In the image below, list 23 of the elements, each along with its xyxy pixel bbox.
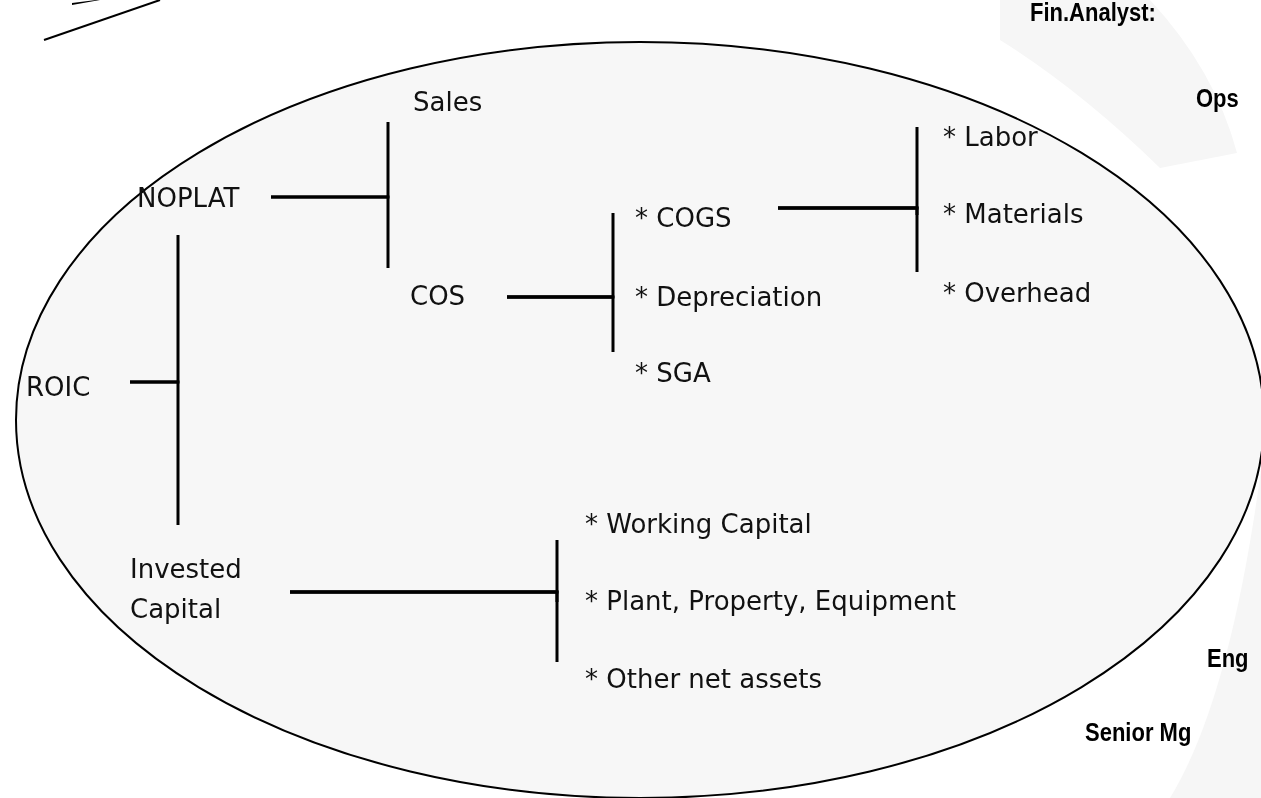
connector-line [778, 206, 919, 272]
node-label: * Plant, Property, Equipment [585, 585, 957, 618]
node-label: Sales [413, 86, 484, 119]
role-label: Senior Mg [1085, 718, 1192, 747]
node-label: * Labor [943, 121, 1039, 154]
node-label: * Other net assets [585, 663, 824, 696]
connector-line [507, 295, 615, 352]
node-label: * COGS [635, 202, 733, 235]
connector-line [290, 590, 559, 662]
node-label: * Depreciation [635, 281, 823, 314]
role-label: Ops [1196, 84, 1239, 113]
node-label: COS [410, 280, 467, 313]
node-label: NOPLAT [137, 182, 241, 215]
role-label: Fin.Analyst: [1030, 0, 1156, 27]
node-label: * Materials [943, 198, 1085, 231]
node-label: * SGA [635, 357, 712, 390]
connector-line [130, 380, 180, 525]
role-label: Eng [1207, 644, 1249, 673]
node-label: * Working Capital [585, 508, 813, 541]
node-label: ROIC [26, 371, 92, 404]
connector-line [271, 195, 390, 268]
node-label: Invested Capital [130, 553, 243, 627]
node-label: * Overhead [943, 277, 1093, 310]
